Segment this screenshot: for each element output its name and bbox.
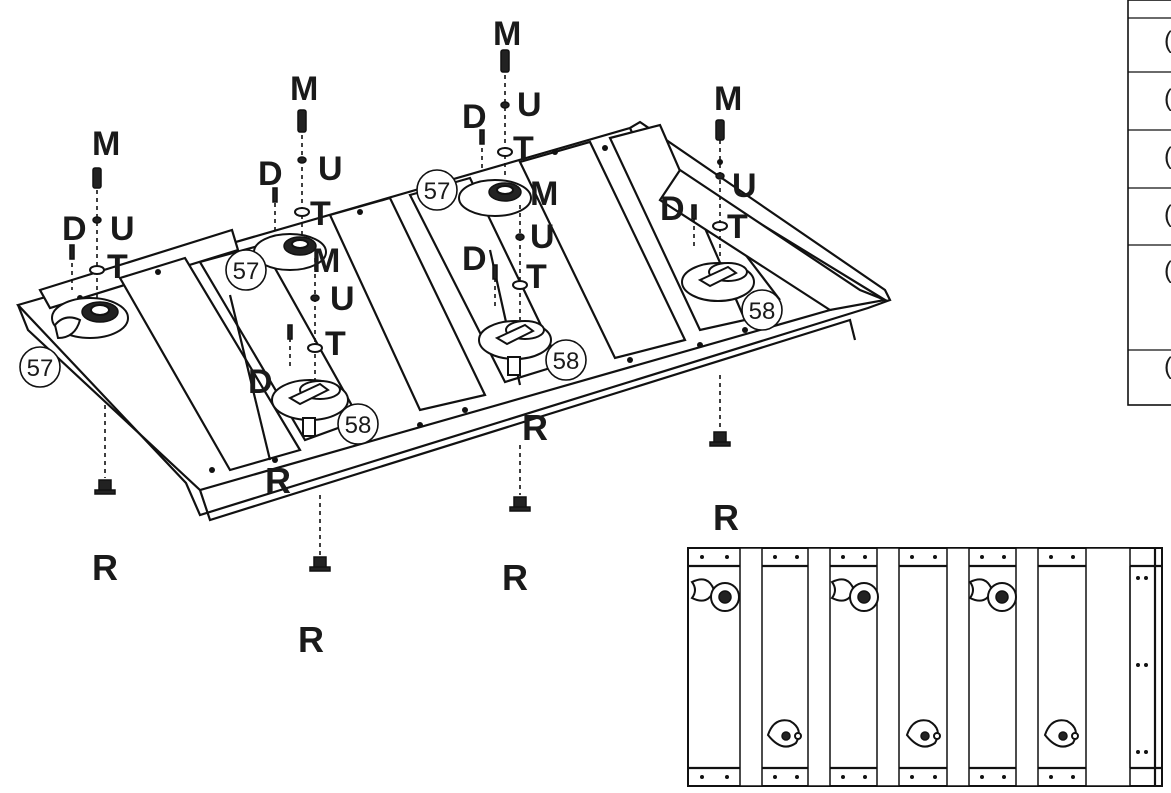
label-u-6: U (732, 167, 757, 205)
label-d-6: D (660, 190, 685, 228)
hardware-stack-2 (272, 109, 310, 235)
label-r-5: R (502, 557, 528, 598)
foot-labels: R R R R R R (92, 407, 739, 660)
label-d-2: D (258, 155, 283, 193)
end-rail (658, 168, 889, 312)
hardware-stack-3 (287, 258, 323, 380)
label-r-6: R (713, 497, 739, 538)
label-d-5: D (462, 240, 487, 278)
label-m-5: M (530, 175, 558, 213)
label-r-2: R (265, 460, 291, 501)
legend-row-2: ( (1164, 85, 1171, 112)
bracket-57-left (51, 297, 129, 340)
callout-58-left: 58 (345, 412, 372, 439)
label-r-3: R (298, 619, 324, 660)
hardware-stack-1 (69, 167, 105, 300)
label-d-1: D (62, 210, 87, 248)
callout-58-right: 58 (749, 298, 776, 325)
left-rail (38, 228, 240, 310)
inset-bracket-2 (830, 578, 879, 612)
hardware-stack-4 (479, 49, 513, 175)
inset-bracket-3 (968, 578, 1017, 612)
top-view-inset (687, 547, 1163, 787)
inset-bracket-5 (905, 719, 941, 748)
label-m-2: M (290, 70, 318, 108)
label-t-3: T (325, 325, 346, 363)
label-m-4: M (493, 15, 521, 53)
callouts: 57 57 57 58 58 58 (19, 169, 783, 445)
hardware-stack-6 (691, 119, 728, 260)
label-m-3: M (312, 242, 340, 280)
legend-row-1: ( (1164, 27, 1171, 54)
label-u-2: U (318, 150, 343, 188)
label-m-1: M (92, 125, 120, 163)
label-t-4: T (513, 130, 534, 168)
parts-legend-table: ( ( ( ( ( ( (1127, 0, 1171, 406)
callout-57-left: 57 (27, 355, 54, 382)
label-u-5: U (530, 218, 555, 256)
slat-5 (518, 140, 687, 360)
feet (94, 375, 731, 572)
label-u-4: U (517, 86, 542, 124)
bracket-58-middle (478, 320, 552, 376)
label-t-6: T (727, 208, 748, 246)
legend-row-6: ( (1164, 353, 1171, 380)
callout-58-middle: 58 (553, 348, 580, 375)
legend-row-3: ( (1164, 143, 1171, 170)
label-r-4: R (522, 407, 548, 448)
label-t-1: T (107, 248, 128, 286)
inset-bracket-6 (1043, 719, 1079, 748)
slat-1 (118, 256, 302, 472)
legend-row-4: ( (1164, 201, 1171, 228)
callout-57-right: 57 (424, 178, 451, 205)
bracket-57-right (458, 179, 532, 217)
label-u-1: U (110, 210, 135, 248)
inset-bracket-4 (766, 719, 802, 748)
hardware-stack-5 (492, 205, 528, 320)
bracket-58-left (271, 379, 349, 437)
legend-row-5: ( (1164, 257, 1171, 284)
label-t-2: T (310, 195, 331, 233)
label-d-3: D (248, 363, 273, 401)
label-r-1: R (92, 547, 118, 588)
slat-3 (328, 196, 487, 412)
inset-bracket-1 (690, 578, 740, 612)
label-u-3: U (330, 280, 355, 318)
hardware-labels: M D U T M D U T M U T D M D U T M U T D … (62, 15, 757, 401)
callout-57-middle: 57 (233, 258, 260, 285)
label-t-5: T (526, 258, 547, 296)
label-d-4: D (462, 98, 487, 136)
label-m-6: M (714, 80, 742, 118)
screw-holes (77, 145, 748, 473)
bracket-58-right (681, 262, 755, 302)
